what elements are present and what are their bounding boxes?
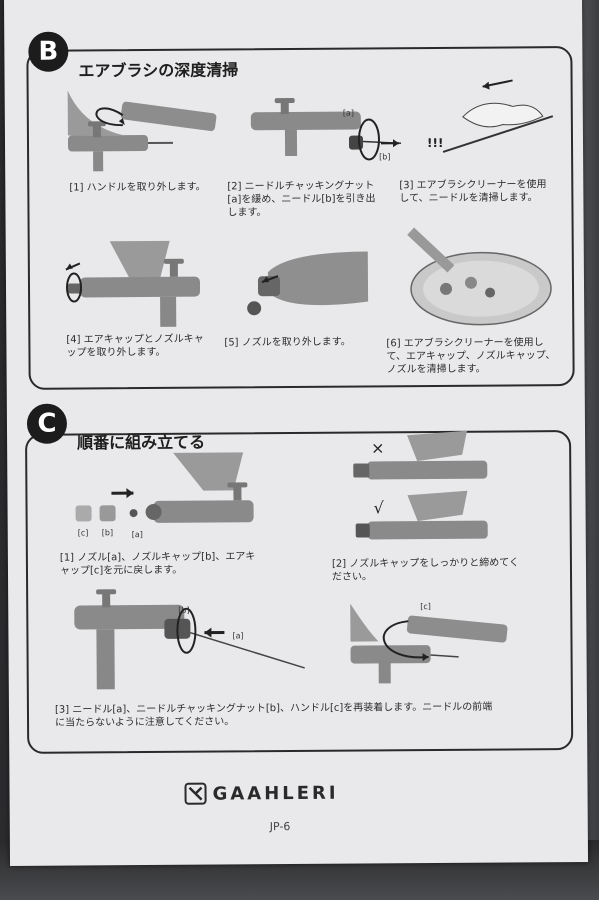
illustration-c3-right: [c]	[350, 602, 508, 684]
step-b2-caption: [2] ニードルチャッキングナット [a]を緩め、ニードル[b]を引き出 します…	[227, 180, 376, 219]
label-c1-c: [c]	[78, 528, 89, 537]
step-b6-caption: [6] エアブラシクリーナーを使用し て、エアキャップ、ノズルキャップ、 ノズル…	[386, 337, 556, 376]
label-c1-b: [b]	[102, 528, 113, 537]
label-c3-a: [a]	[232, 631, 243, 640]
section-b-title: エアブラシの深度清掃	[78, 60, 239, 81]
right-mark-icon: √	[373, 498, 384, 517]
illustration-c2: × √	[353, 430, 488, 540]
illustration-b5	[247, 251, 369, 316]
page-number: JP-6	[269, 820, 291, 834]
brand-name: GAAHLERI	[212, 782, 339, 805]
label-b2-b: [b]	[379, 152, 390, 161]
step-b4-caption: [4] エアキャップとノズルキャ ップを取り外します。	[66, 333, 204, 359]
section-c-badge: C	[26, 403, 68, 444]
brand-mark-icon	[184, 782, 207, 805]
illustration-c1: [c] [b] [a]	[75, 452, 254, 539]
step-b1-caption: [1] ハンドルを取り外します。	[69, 181, 206, 194]
scrub-mark-icon: !!!	[427, 136, 444, 150]
label-c3-b: [b]	[178, 606, 189, 615]
brand-logo: GAAHLERI	[184, 782, 339, 805]
step-b5-caption: [5] ノズルを取り外します。	[224, 336, 351, 349]
step-c2-caption: [2] ノズルキャップをしっかりと締めてく ださい。	[331, 557, 520, 583]
label-c3-c: [c]	[420, 602, 431, 611]
step-b3-caption: [3] エアブラシクリーナーを使用 して、ニードルを清掃します。	[399, 179, 547, 205]
label-b2-a: [a]	[343, 109, 354, 118]
illustration-b2: [a] [b]	[250, 97, 402, 161]
section-b-badge: B	[28, 31, 69, 72]
illustration-b3: !!!	[427, 79, 554, 153]
wrong-mark-icon: ×	[371, 438, 385, 457]
illustration-c3-left: [b] [a]	[74, 589, 305, 690]
label-c1-a: [a]	[132, 530, 143, 539]
illustration-b1	[67, 90, 217, 172]
step-c3-caption: [3] ニードル[a]、ニードルチャッキングナット[b]、ハンドル[c]を再装着…	[54, 701, 493, 729]
illustration-b6	[407, 227, 552, 326]
manual-page: B エアブラシの深度清掃 [1] ハンドルを取り外します。 [a] [b] [2…	[4, 0, 589, 866]
illustration-b4	[65, 240, 201, 327]
step-c1-caption: [1] ノズル[a]、ノズルキャップ[b]、エアキ ャップ[c]を元に戻します。	[59, 551, 256, 577]
